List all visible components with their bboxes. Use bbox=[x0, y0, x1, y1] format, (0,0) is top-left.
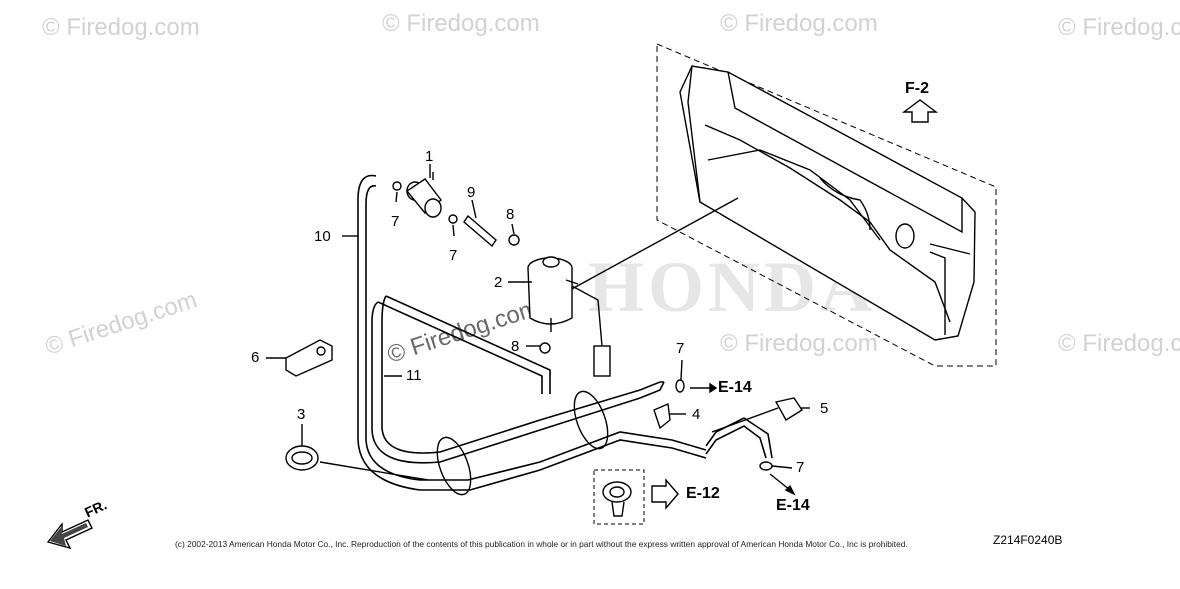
arrow-e14-top bbox=[690, 382, 718, 394]
oring-7-c bbox=[675, 379, 685, 393]
callout-3: 3 bbox=[297, 406, 306, 423]
copyright-notice: (c) 2002-2013 American Honda Motor Co., … bbox=[175, 539, 908, 549]
watermark: © Firedog.com bbox=[1058, 330, 1180, 357]
filter-part-1 bbox=[405, 172, 442, 218]
callout-5: 5 bbox=[820, 400, 829, 417]
clamp-part-3 bbox=[285, 445, 319, 471]
callout-10: 10 bbox=[314, 228, 331, 245]
e12-detail-box bbox=[593, 469, 645, 525]
callout-7: 7 bbox=[676, 340, 685, 357]
tray-group-outline bbox=[656, 43, 997, 367]
callout-7: 7 bbox=[796, 459, 805, 476]
hollow-arrow-e12 bbox=[651, 478, 679, 510]
callout-8: 8 bbox=[506, 206, 515, 223]
hollow-arrow-f2 bbox=[901, 99, 939, 123]
watermark: © Firedog.com bbox=[382, 10, 540, 37]
clamp-part-5 bbox=[774, 397, 803, 421]
callout-11: 11 bbox=[406, 367, 422, 384]
oring-7-b bbox=[448, 214, 458, 224]
canister-part-2 bbox=[527, 256, 611, 377]
arrow-e14-bottom bbox=[769, 473, 796, 496]
clip-8-b bbox=[539, 342, 551, 354]
callout-6: 6 bbox=[251, 349, 260, 366]
callout-7: 7 bbox=[449, 247, 458, 264]
hose-11 bbox=[385, 295, 551, 394]
ref-e14-top: E-14 bbox=[718, 379, 752, 396]
e12-clamp bbox=[602, 481, 632, 517]
ref-f2: F-2 bbox=[905, 80, 929, 97]
hose-10 bbox=[357, 174, 707, 491]
watermark: © Firedog.com bbox=[1058, 14, 1180, 41]
ref-e14-bottom: E-14 bbox=[776, 497, 810, 514]
callout-8: 8 bbox=[511, 338, 520, 355]
tube-9 bbox=[463, 214, 497, 248]
callout-7: 7 bbox=[391, 213, 400, 230]
tray-part bbox=[679, 65, 976, 341]
watermark: © Firedog.com bbox=[720, 10, 878, 37]
front-direction-arrow bbox=[46, 519, 93, 550]
callout-4: 4 bbox=[692, 406, 701, 423]
connector bbox=[565, 279, 579, 285]
watermark: © Firedog.com bbox=[42, 14, 200, 41]
clamp-part-6 bbox=[285, 339, 333, 377]
callout-1: 1 bbox=[425, 148, 434, 165]
clip-part-4 bbox=[653, 402, 671, 430]
watermark: © Firedog.com bbox=[720, 330, 878, 357]
callout-9: 9 bbox=[467, 184, 476, 201]
clip-8-a bbox=[508, 234, 520, 246]
oring-7-d bbox=[759, 461, 773, 471]
ref-e12: E-12 bbox=[686, 485, 720, 502]
callout-2: 2 bbox=[494, 274, 503, 291]
oring-7-a bbox=[392, 181, 402, 191]
diagram-code: Z214F0240B bbox=[993, 533, 1063, 547]
